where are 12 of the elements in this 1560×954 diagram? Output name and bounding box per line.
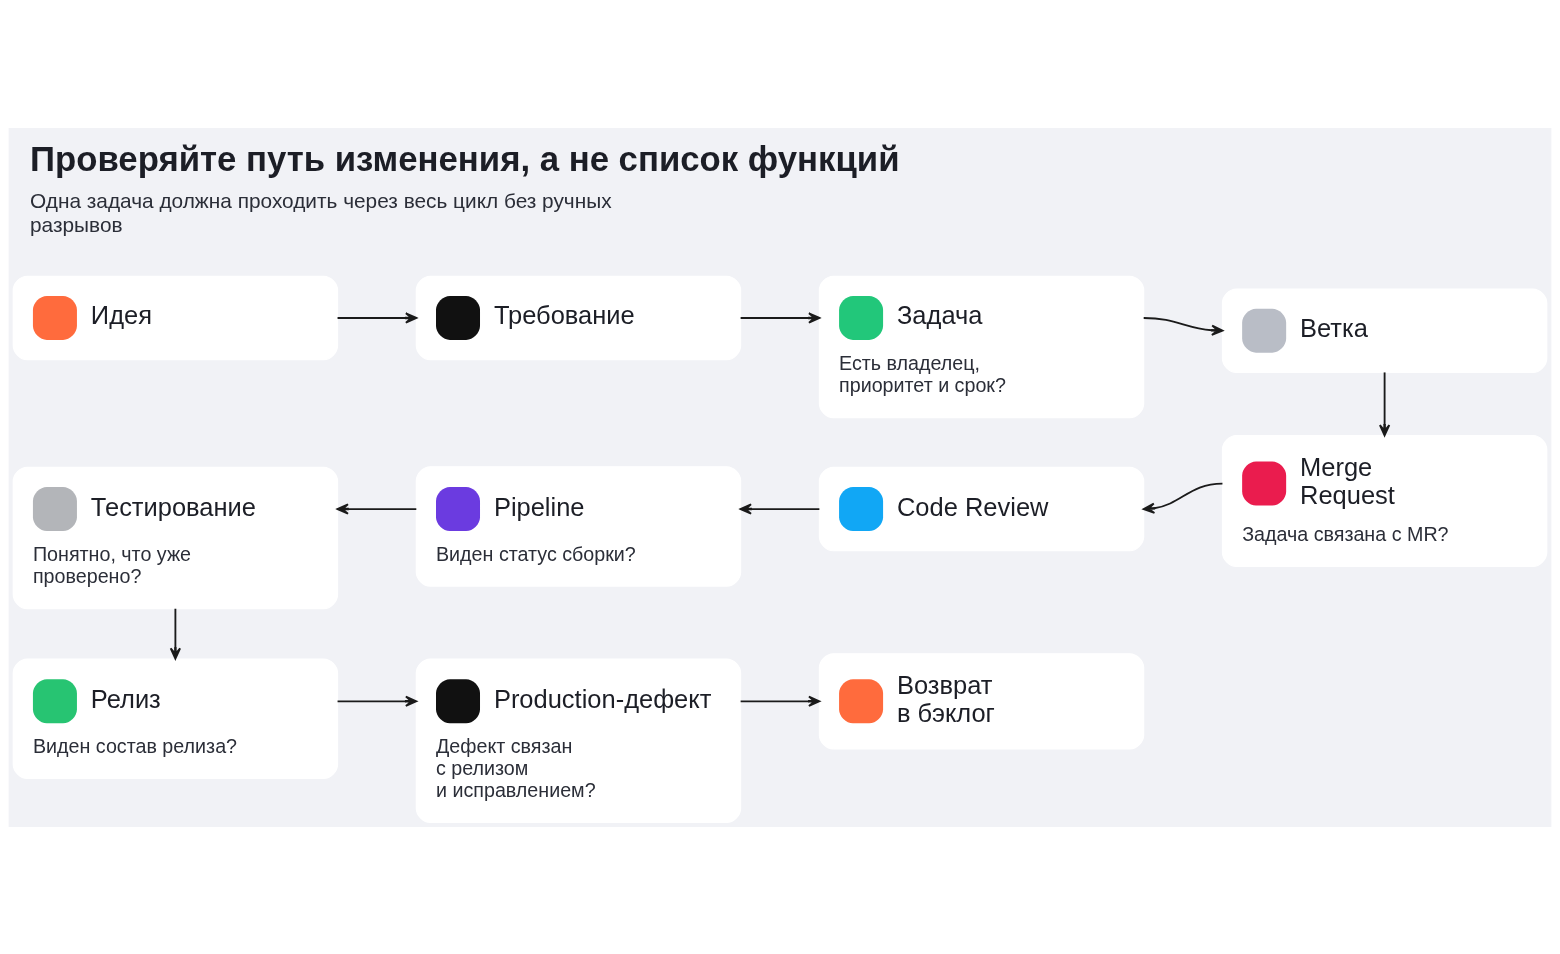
caption: Одна задача должна проходить через весь цикл без ручных разрывов: [30, 188, 612, 236]
arrow: [739, 695, 821, 707]
arrow: [1142, 482, 1224, 514]
arrow: [169, 607, 181, 660]
arrow: [336, 311, 418, 324]
arrow: [1379, 371, 1391, 436]
arrow: [739, 311, 821, 324]
diagram-title: Проверяйте путь изменения, а не список функций: [30, 139, 900, 178]
arrow: [336, 695, 418, 707]
arrow: [1142, 316, 1224, 336]
arrow: [739, 502, 821, 515]
arrow: [336, 502, 418, 515]
